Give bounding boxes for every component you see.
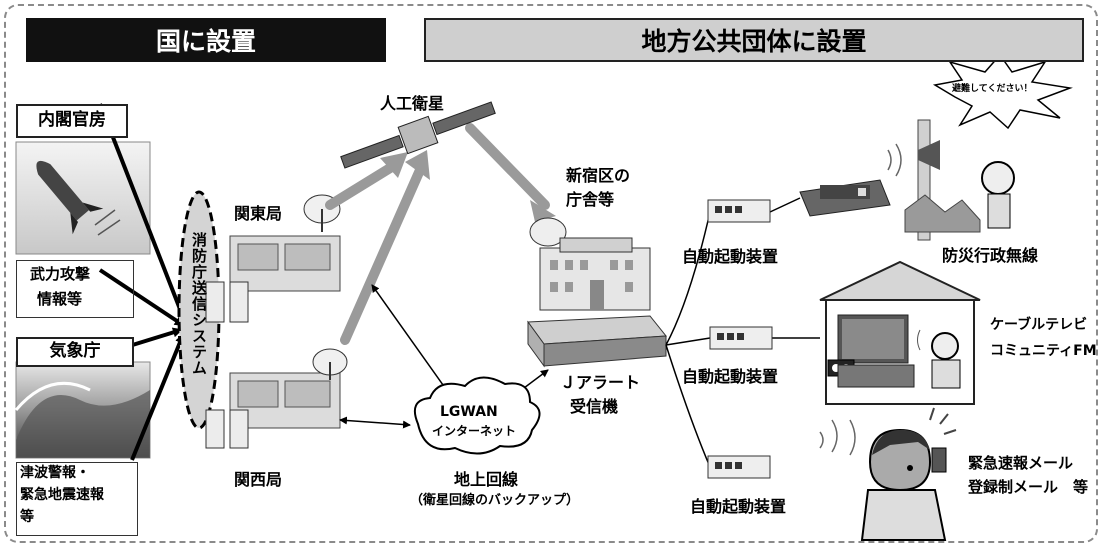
kanto-station-label: 関東局 [234, 204, 283, 223]
header-local-government: 地方公共団体に設置 [424, 18, 1084, 62]
tsunami-line3: 等 [20, 509, 34, 525]
tsunami-warning-box [16, 462, 138, 536]
armed-attack-info-line1: 武力攻撃 [30, 265, 91, 283]
lgwan-cloud [414, 376, 541, 455]
tsunami-line1: 津波警報・ [20, 465, 90, 481]
satellite-backup-label: （衛星回線のバックアップ） [410, 493, 580, 508]
community-fm-label: コミュニティFM [990, 343, 1097, 359]
header-national: 国に設置 [26, 18, 386, 62]
internet-label: インターネット [432, 424, 517, 438]
cabinet-secretariat-label: 内閣官房 [16, 104, 128, 138]
satellite-label: 人工衛星 [380, 94, 445, 113]
shinjuku-label-line2: 庁舎等 [566, 190, 615, 209]
radio-console [799, 179, 891, 217]
emergency-mail-label: 緊急速報メール [968, 454, 1074, 472]
armed-attack-info-line2: 情報等 [37, 290, 83, 308]
j-alert-receiver [527, 315, 667, 368]
fdma-transmission-system-label: 消防庁送信システム [190, 232, 208, 376]
auto-start-device-2 [709, 326, 773, 350]
kanto-station-equipment [205, 194, 341, 323]
auto-start-device-label-1: 自動起動装置 [682, 247, 779, 266]
missile-illustration [15, 141, 151, 255]
ground-line-label: 地上回線 [454, 470, 519, 489]
cable-tv-label: ケーブルテレビ [990, 317, 1088, 333]
jma-label: 気象庁 [16, 337, 134, 367]
shinjuku-label-line1: 新宿区の [566, 166, 631, 185]
auto-start-device-label-3: 自動起動装置 [690, 497, 787, 516]
auto-start-device-label-2: 自動起動装置 [682, 367, 779, 386]
lgwan-label: LGWAN [440, 404, 498, 420]
registered-mail-label: 登録制メール 等 [968, 478, 1089, 496]
armed-attack-info-box [16, 260, 134, 318]
kansai-station-label: 関西局 [234, 470, 283, 489]
shinjuku-office-building [529, 217, 651, 311]
person-listening-icon [981, 161, 1015, 229]
person-with-phone-icon [819, 407, 957, 541]
speaker-icon [918, 140, 940, 170]
j-alert-label-line2: 受信機 [570, 397, 619, 416]
j-alert-label-line1: Ｊアラート [560, 373, 641, 392]
disaster-radio-label: 防災行政無線 [942, 246, 1039, 265]
house-illustration [819, 260, 981, 405]
satellite-icon [340, 101, 496, 169]
evacuate-bubble-text: 避難してください！ [952, 84, 1033, 94]
auto-start-device-1 [707, 199, 771, 223]
evacuate-bubble [932, 53, 1073, 130]
diagram-frame [4, 4, 1098, 543]
uplink-arrows [325, 123, 550, 345]
kansai-station-equipment [205, 348, 348, 449]
auto-start-device-3 [707, 455, 771, 479]
tsunami-line2: 緊急地震速報 [20, 487, 104, 503]
mountain-icon [904, 194, 981, 233]
tsunami-illustration [14, 361, 151, 459]
